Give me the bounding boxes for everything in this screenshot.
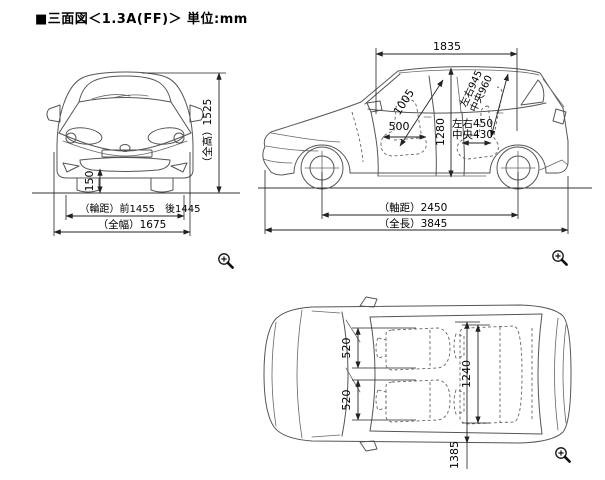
- tire-right: [150, 177, 174, 193]
- foglight-left: [62, 162, 80, 173]
- headlight-left: [65, 127, 103, 145]
- front-view-dimensions: （全高）1525 150 （輪距）前1455 後1445 （全幅）1675: [53, 72, 226, 236]
- top-view: 520 520 1240 1385: [263, 296, 572, 469]
- taillight: [552, 108, 567, 125]
- dim-seat-length: 500: [389, 120, 410, 133]
- zoom-in-icon[interactable]: [555, 447, 571, 463]
- car-front-outline: [46, 71, 204, 193]
- headlight-right: [147, 127, 185, 145]
- zoom-in-icon[interactable]: [218, 253, 234, 269]
- top-view-dimensions: 520 520 1240 1385: [340, 321, 490, 469]
- dim-line-rear-diagonal: [490, 73, 509, 138]
- dim-seat-width-lower: 520: [340, 390, 353, 411]
- dim-width-1385: 1385: [448, 441, 461, 469]
- page-title: ■三面図＜1.3A(FF)＞ 単位:mm: [35, 12, 248, 27]
- emblem: [119, 144, 131, 152]
- zoom-in-icon[interactable]: [552, 250, 568, 266]
- dim-width-1240: 1240: [460, 360, 473, 388]
- front-seat-upper: [385, 327, 451, 371]
- dim-rear-couple-center: 中央430: [452, 128, 493, 141]
- mirror-bottom: [359, 440, 378, 452]
- foglight-right: [170, 162, 188, 173]
- license-plate: [101, 149, 153, 158]
- front-seat-lower: [385, 379, 451, 423]
- rear-seat: [456, 105, 499, 160]
- side-view: 1835 1005 500 1280 左右945 中央960 左右450 中央4…: [258, 40, 592, 234]
- mirror: [366, 100, 383, 113]
- dim-overall-length: （全長）3845: [379, 217, 448, 230]
- rear-quarter-window: [520, 79, 545, 106]
- car-top-outline: [263, 296, 572, 452]
- car-side-outline: [262, 66, 569, 190]
- dim-seat-width-upper: 520: [340, 338, 353, 359]
- dim-interior-length: 1835: [433, 40, 461, 53]
- mirror-right: [189, 104, 204, 123]
- front-seat: [380, 98, 427, 157]
- mirror-left: [46, 104, 61, 123]
- dim-overall-width: （全幅）1675: [98, 218, 167, 231]
- dim-rear-couple-sides: 左右450: [452, 117, 493, 130]
- top-interior-dashed: [375, 325, 533, 425]
- dim-overall-height: （全高）1525: [201, 99, 214, 168]
- mirror-top: [359, 296, 378, 308]
- front-view: （全高）1525 150 （輪距）前1455 後1445 （全幅）1675: [32, 71, 240, 236]
- dim-interior-height: 1280: [434, 118, 447, 146]
- dim-wheelbase: （軸距）2450: [379, 201, 448, 214]
- dim-ground-clearance: 150: [83, 171, 96, 192]
- dim-track: （輪距）前1455 後1445: [80, 202, 201, 215]
